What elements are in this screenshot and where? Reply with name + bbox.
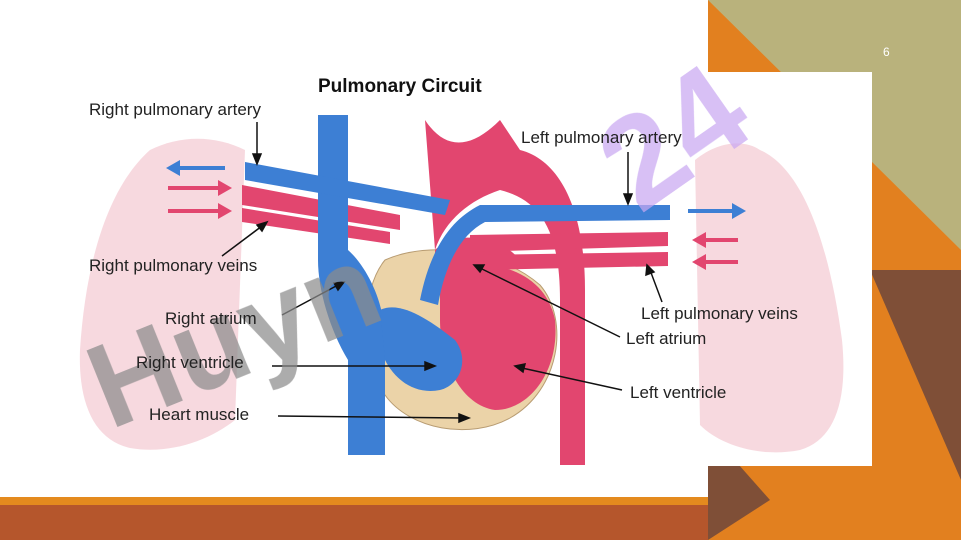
label-right-atrium: Right atrium xyxy=(165,309,257,328)
left-ventricle-shape xyxy=(440,264,556,410)
label-right-pulmonary-veins: Right pulmonary veins xyxy=(89,256,258,275)
diagram-title: Pulmonary Circuit xyxy=(318,76,482,97)
right-lung xyxy=(79,138,246,450)
label-right-ventricle: Right ventricle xyxy=(136,353,244,372)
right-pulmonary-artery-vessel xyxy=(245,162,450,215)
left-lung xyxy=(695,143,844,453)
label-left-pulmonary-artery: Left pulmonary artery xyxy=(521,128,682,147)
bottom-bar xyxy=(0,505,708,540)
right-ventricle-shape xyxy=(380,307,463,391)
left-pulmonary-vein-lower xyxy=(480,252,668,270)
label-heart-muscle: Heart muscle xyxy=(149,405,250,424)
slide-number: 6 xyxy=(883,45,890,59)
label-left-ventricle: Left ventricle xyxy=(630,383,727,402)
leader-lines xyxy=(221,122,663,424)
left-pulmonary-vein-upper xyxy=(470,232,668,252)
label-left-atrium: Left atrium xyxy=(626,329,707,348)
vena-cava xyxy=(318,115,385,455)
label-left-pulmonary-veins: Left pulmonary veins xyxy=(641,304,798,323)
right-pulmonary-vein-lower xyxy=(242,208,390,244)
deco-brown-triangle xyxy=(870,270,961,480)
bottom-bar-accent xyxy=(0,497,708,505)
flow-arrows xyxy=(166,160,746,270)
pulmonary-trunk xyxy=(420,205,670,305)
label-right-pulmonary-artery: Right pulmonary artery xyxy=(89,100,261,119)
deco-olive-triangle xyxy=(708,0,961,250)
